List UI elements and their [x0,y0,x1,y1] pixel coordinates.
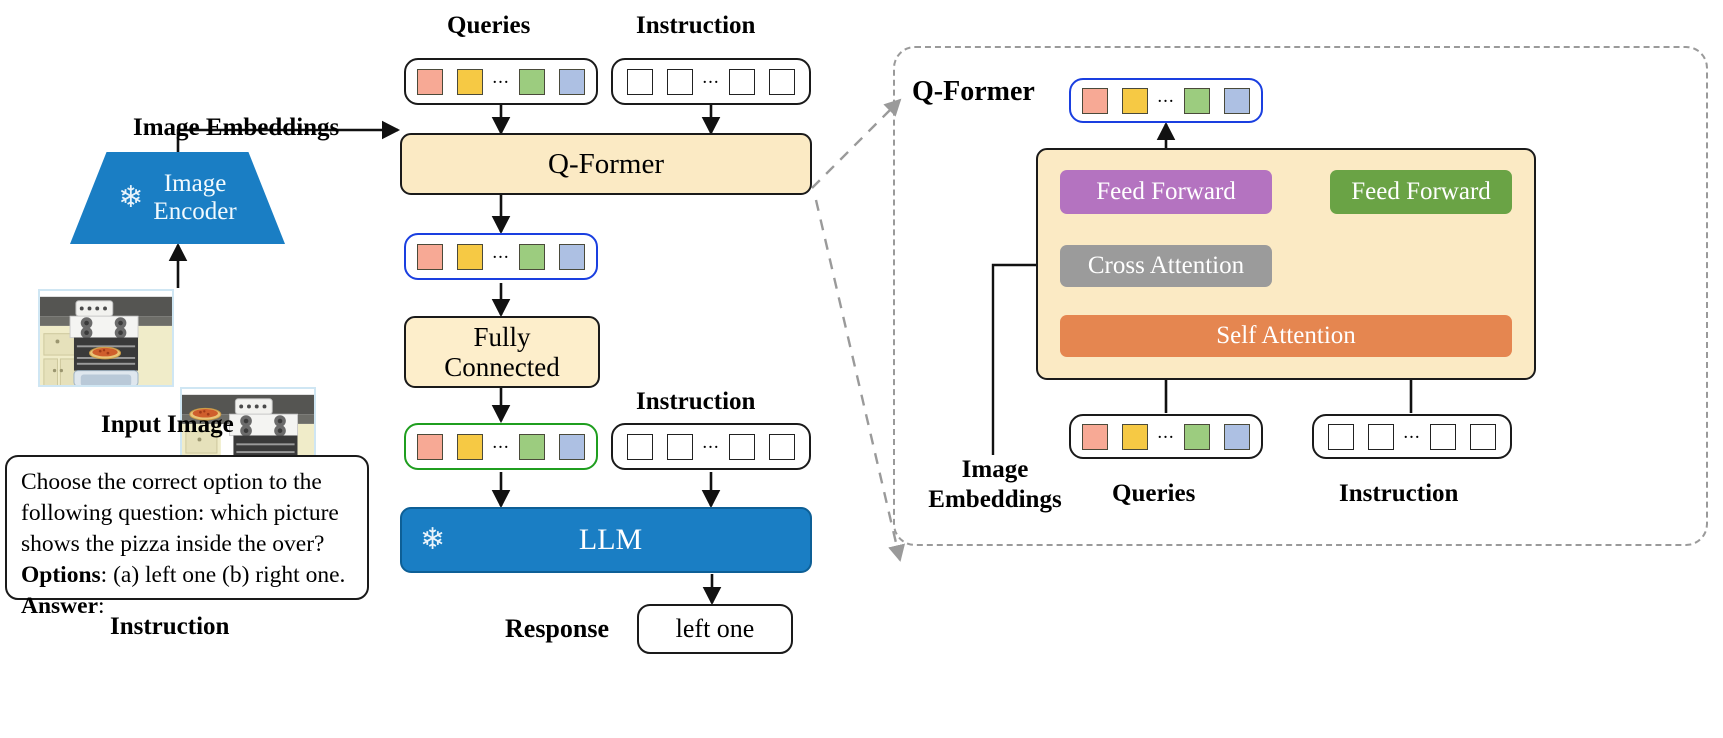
image-embeddings-caption-line2: Embeddings [928,485,1062,513]
ellipsis: ... [702,66,720,88]
output-token-4 [558,243,585,270]
image-encoder-label-line1: Image [163,170,227,197]
query-token-2 [457,68,484,95]
ellipsis: ... [702,431,720,453]
answer-text: : [98,593,105,620]
response-caption: Response [505,614,610,643]
output-token-2 [1122,87,1149,114]
ellipsis: ... [492,66,510,88]
output-token-3 [1183,87,1210,114]
query-token-2 [1122,423,1149,450]
image-encoder-label-line2: Encoder [153,198,237,225]
output-token-4 [1223,87,1250,114]
query-token-4 [1223,423,1250,450]
instruction-token-2 [1368,423,1395,450]
qformer-detail-instruction-tokens[interactable]: ... [1312,414,1512,459]
instruction-token-3 [728,433,755,460]
instruction-token-3 [728,68,755,95]
instruction-options-line: Options: (a) left one (b) right one. [21,560,353,591]
cross-attention-block[interactable]: Cross Attention [1060,245,1272,287]
instruction-token-1 [1328,423,1355,450]
fully-connected-label-line2: Connected [444,352,560,382]
query-token-1 [417,68,444,95]
feed-forward-query-label: Feed Forward [1096,178,1236,205]
output-token-1 [417,243,444,270]
instruction-token-4 [1469,423,1496,450]
ellipsis: ... [1157,421,1175,443]
ellipsis: ... [492,431,510,453]
cross-attention-label: Cross Attention [1087,252,1245,279]
qformer-detail-output-tokens[interactable]: ... [1069,78,1263,123]
projected-token-1 [417,433,444,460]
answer-label: Answer [21,593,99,620]
snowflake-icon: ❄ [118,181,144,214]
image-embeddings-label: Image Embeddings [133,114,340,141]
instruction-caption-bottom: Instruction [636,388,756,415]
instruction-line-1: Choose the correct option to the [21,469,322,495]
snowflake-icon: ❄ [420,523,446,556]
instruction-token-strip-top[interactable]: ... [611,58,811,105]
ellipsis: ... [1403,421,1421,443]
feed-forward-text-label: Feed Forward [1351,178,1491,205]
ellipsis: ... [492,241,510,263]
image-embeddings-caption-right: Image Embeddings [905,455,1085,514]
self-attention-block[interactable]: Self Attention [1060,315,1512,357]
stove-illustration-left [40,291,172,385]
fully-connected-label-line1: Fully [473,321,531,352]
queries-caption-top: Queries [447,12,531,39]
query-token-1 [1082,423,1109,450]
projected-token-strip[interactable]: ... [404,423,598,470]
queries-caption-right: Queries [1112,480,1196,507]
projected-token-3 [518,433,545,460]
instruction-line-3: shows the pizza inside the over? [21,531,325,558]
output-token-3 [518,243,545,270]
llm-block[interactable]: ❄ LLM [400,507,812,573]
feed-forward-query-block[interactable]: Feed Forward [1060,170,1272,214]
ellipsis: ... [1157,85,1175,107]
projected-token-4 [558,433,585,460]
query-token-4 [558,68,585,95]
instruction-caption-top: Instruction [636,12,756,39]
options-text: : (a) left one (b) right one. [100,562,346,589]
response-value: left one [675,614,755,643]
instruction-token-strip-bottom[interactable]: ... [611,423,811,470]
input-image-left[interactable] [38,289,174,387]
projected-token-2 [457,433,484,460]
instruction-line-2: following question: which picture [21,500,339,527]
instruction-token-1 [627,433,654,460]
instruction-text-card[interactable]: Choose the correct option to the followi… [5,455,369,619]
output-token-2 [457,243,484,270]
qformer-panel-title: Q-Former [912,76,1035,107]
llm-label: LLM [578,523,643,556]
query-token-3 [1183,423,1210,450]
self-attention-label: Self Attention [1216,322,1356,349]
instruction-answer-line: Answer: [21,591,353,622]
instruction-token-2 [667,68,694,95]
feed-forward-text-block[interactable]: Feed Forward [1330,170,1512,214]
qformer-label: Q-Former [548,147,664,180]
instruction-caption-left: Instruction [110,613,230,640]
instruction-caption-right: Instruction [1339,480,1459,507]
instruction-token-4 [768,433,795,460]
qformer-output-token-strip[interactable]: ... [404,233,598,280]
instruction-token-3 [1429,423,1456,450]
query-token-3 [518,68,545,95]
instruction-token-1 [627,68,654,95]
options-label: Options [21,562,101,589]
image-encoder-block: ❄ Image Encoder [70,152,285,244]
input-image-caption: Input Image [101,411,234,438]
output-token-1 [1082,87,1109,114]
queries-token-strip-top[interactable]: ... [404,58,598,105]
instruction-token-4 [768,68,795,95]
instruction-token-2 [667,433,694,460]
qformer-detail-panel [893,46,1708,546]
qformer-block[interactable]: Q-Former [400,133,812,195]
qformer-detail-queries-tokens[interactable]: ... [1069,414,1263,459]
response-box[interactable]: left one [637,604,793,654]
image-embeddings-caption-line1: Image [961,456,1029,483]
fully-connected-block[interactable]: Fully Connected [404,316,600,388]
